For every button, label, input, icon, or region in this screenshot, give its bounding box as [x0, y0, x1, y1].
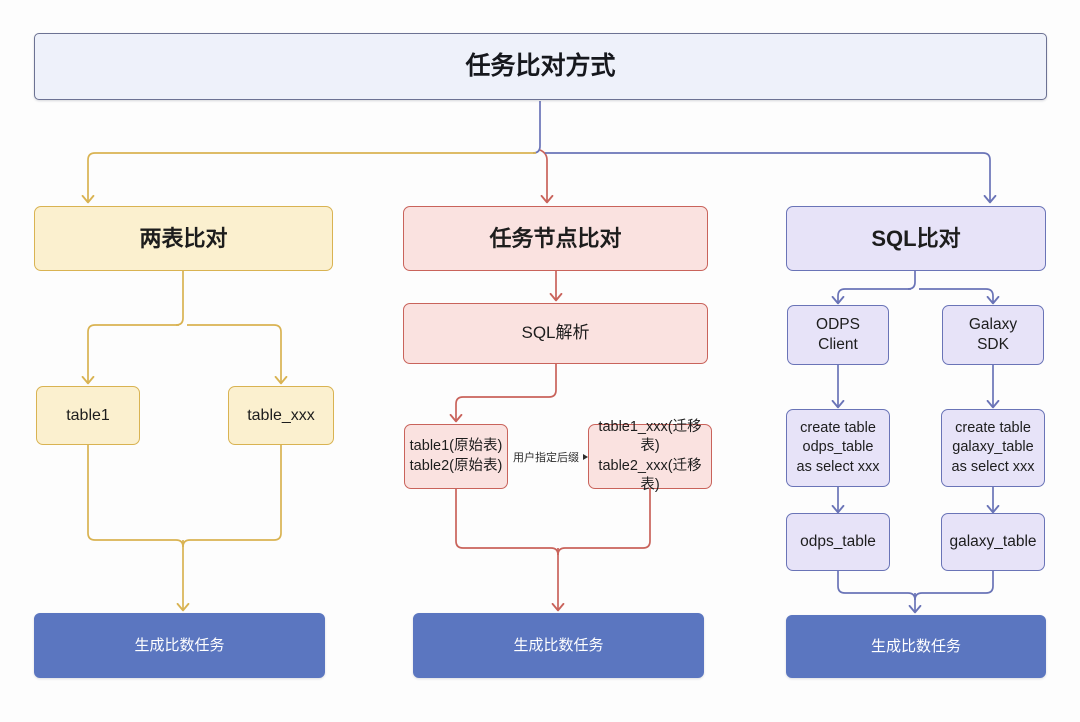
node-sql-parse-label: SQL解析	[521, 323, 590, 343]
connector-right-to-galaxy	[919, 288, 1000, 305]
node-create-odps-table[interactable]: create table odps_table as select xxx	[786, 409, 890, 487]
node-odps-client[interactable]: ODPS Client	[787, 305, 889, 365]
terminal-middle-generate-task[interactable]: 生成比数任务	[413, 613, 704, 678]
edge-label-user-suffix-text: 用户指定后缀	[513, 452, 579, 464]
node-source-tables-label: table1(原始表) table2(原始表)	[409, 438, 503, 474]
terminal-right-generate-task-label: 生成比数任务	[870, 637, 961, 655]
node-table-xxx[interactable]: table_xxx	[228, 386, 334, 445]
node-create-galaxy-table[interactable]: create table galaxy_table as select xxx	[941, 409, 1045, 487]
connector-odpsresult-down	[837, 571, 916, 601]
connector-source-down	[455, 489, 559, 556]
connector-left-head-split	[175, 271, 184, 326]
terminal-middle-generate-task-label: 生成比数任务	[513, 636, 604, 654]
terminal-left-generate-task-label: 生成比数任务	[134, 636, 225, 654]
node-galaxy-table-result-label: galaxy_table	[949, 532, 1037, 550]
node-table1-label: table1	[66, 406, 110, 424]
node-create-odps-table-label: create table odps_table as select xxx	[796, 420, 880, 475]
connector-root-trunk	[532, 101, 541, 154]
node-create-galaxy-table-label: create table galaxy_table as select xxx	[951, 420, 1035, 475]
node-target-tables-label: table1_xxx(迁移表) table2_xxx(迁移表)	[598, 419, 702, 493]
node-galaxy-table-result[interactable]: galaxy_table	[941, 513, 1045, 571]
root-node-title[interactable]: 任务比对方式	[34, 33, 1047, 100]
node-table1[interactable]: table1	[36, 386, 140, 445]
connector-left-tablexxx-down	[182, 445, 282, 548]
connector-target-down	[557, 489, 651, 556]
connector-root-to-right	[545, 152, 997, 204]
branch-head-two-table-compare[interactable]: 两表比对	[34, 206, 333, 271]
node-target-tables[interactable]: table1_xxx(迁移表) table2_xxx(迁移表)	[588, 419, 712, 493]
node-odps-table-result[interactable]: odps_table	[786, 513, 890, 571]
node-source-tables[interactable]: table1(原始表) table2(原始表)	[404, 424, 508, 489]
terminal-right-generate-task[interactable]: 生成比数任务	[786, 615, 1046, 678]
branch-head-sql-compare[interactable]: SQL比对	[786, 206, 1046, 271]
connector-left-table1-down	[87, 445, 184, 548]
terminal-left-generate-task[interactable]: 生成比数任务	[34, 613, 325, 678]
root-node-label: 任务比对方式	[465, 52, 616, 80]
connector-galaxyresult-down	[914, 571, 994, 601]
connector-left-to-tablexxx	[187, 324, 288, 385]
branch-head-task-node-compare[interactable]: 任务节点比对	[403, 206, 708, 271]
connector-right-head-split	[907, 271, 916, 290]
node-sql-parse[interactable]: SQL解析	[403, 303, 708, 364]
node-table-xxx-label: table_xxx	[247, 406, 315, 424]
node-galaxy-sdk[interactable]: Galaxy SDK	[942, 305, 1044, 365]
node-odps-table-result-label: odps_table	[800, 532, 876, 550]
connector-left-to-table1	[81, 324, 179, 385]
branch-head-two-table-compare-label: 两表比对	[139, 225, 228, 251]
arrow-right-icon	[583, 454, 588, 460]
node-galaxy-sdk-label: Galaxy SDK	[968, 315, 1018, 353]
edge-label-user-suffix: 用户指定后缀	[513, 449, 588, 465]
connector-root-to-middle	[539, 149, 554, 204]
connector-root-to-left	[81, 152, 536, 204]
branch-head-task-node-compare-label: 任务节点比对	[489, 225, 622, 251]
branch-head-sql-compare-label: SQL比对	[871, 225, 961, 251]
node-odps-client-label: ODPS Client	[816, 315, 860, 353]
connector-right-to-odps	[831, 288, 911, 305]
connector-parse-to-source	[449, 364, 557, 423]
